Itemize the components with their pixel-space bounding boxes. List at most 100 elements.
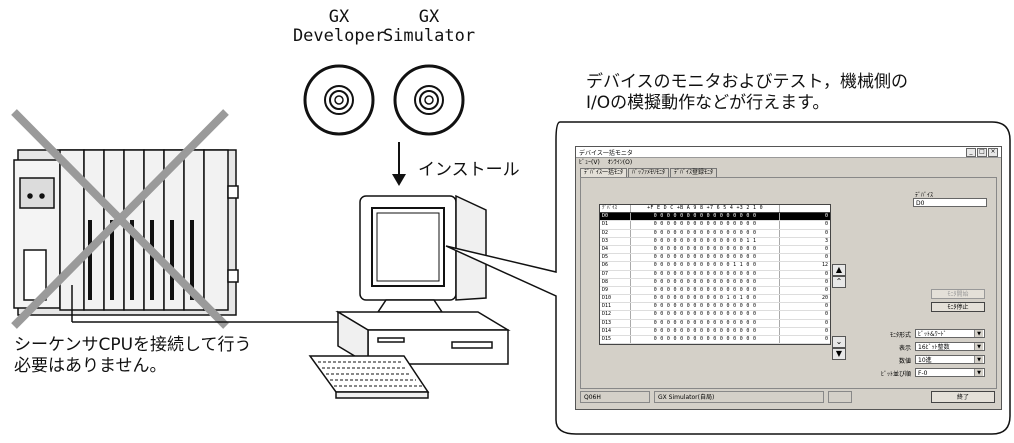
minimize-button[interactable]: _ xyxy=(966,147,976,157)
cell-value: 0 xyxy=(824,254,828,261)
cell-device: D10 xyxy=(600,295,631,303)
chevron-down-icon: ▼ xyxy=(974,343,983,350)
cd-simulator-line1: GX xyxy=(418,7,440,27)
cell-bits: 0 0 0 0 0 0 0 0 0 0 0 0 1 1 0 0 xyxy=(631,262,780,270)
cell-value: 3 xyxy=(824,237,828,244)
cd-developer-line2: Developer xyxy=(292,26,386,46)
cell-device: D13 xyxy=(600,319,631,327)
device-table: ﾃﾞﾊﾞｲｽ +F E D C +B A 9 8 +7 6 5 4 +3 2 1… xyxy=(599,204,831,346)
cell-bits: 0 0 0 0 0 0 0 0 0 0 0 0 0 0 0 0 xyxy=(631,213,780,221)
cell-device: D1 xyxy=(600,221,631,229)
cell-bits: 0 0 0 0 0 0 0 0 0 0 0 0 0 0 0 0 xyxy=(631,245,780,254)
cd-simulator-icon xyxy=(393,64,465,136)
cell-device: D3 xyxy=(600,237,631,245)
display-value: 16ﾋﾞｯﾄ整数 xyxy=(918,344,950,351)
cell-bits: 0 0 0 0 0 0 0 0 0 0 0 0 0 0 0 0 xyxy=(631,319,780,327)
tab-device-batch-monitor[interactable]: ﾃﾞﾊﾞｲｽ一括ﾓﾆﾀ xyxy=(580,168,628,177)
bit-order-select[interactable]: F-0▼ xyxy=(915,368,985,377)
cell-value: 0 xyxy=(824,327,828,334)
status-connection: GX Simulator(自局) xyxy=(654,391,824,403)
cell-value: 0 xyxy=(824,245,828,252)
status-extra xyxy=(828,391,852,403)
chevron-down-icon: ▼ xyxy=(974,330,983,337)
page-down-icon[interactable]: ▼ xyxy=(832,348,846,360)
cell-bits: 0 0 0 0 0 0 0 0 0 0 0 0 0 0 1 1 xyxy=(631,237,780,245)
cell-device: D14 xyxy=(600,327,631,335)
display-select[interactable]: 16ﾋﾞｯﾄ整数 ▼ xyxy=(915,342,985,351)
close-button[interactable]: 終了 xyxy=(931,391,995,403)
cell-device: D9 xyxy=(600,286,631,295)
cell-bits: 0 0 0 0 0 0 0 0 0 0 0 0 0 0 0 0 xyxy=(631,286,780,295)
menu-bar: ﾋﾞｭｰ(V) ｵﾝﾗｲﾝ(O) xyxy=(576,158,1001,167)
number-select[interactable]: 10進 ▼ xyxy=(915,355,985,364)
display-label: 表示 xyxy=(898,345,911,352)
cell-bits: 0 0 0 0 0 0 0 0 0 0 0 1 0 1 0 0 xyxy=(631,295,780,303)
cell-bits: 0 0 0 0 0 0 0 0 0 0 0 0 0 0 0 0 xyxy=(631,336,780,344)
cell-value: 0 xyxy=(824,336,828,342)
monitor-format-select[interactable]: ﾋﾞｯﾄ&ﾜｰﾄﾞ ▼ xyxy=(915,329,985,338)
close-window-button[interactable]: × xyxy=(988,147,998,157)
chevron-down-icon: ▼ xyxy=(974,356,983,363)
status-cpu: Q06H xyxy=(580,391,650,403)
monitor-stop-button[interactable]: ﾓﾆﾀ停止 xyxy=(931,302,985,312)
cell-bits: 0 0 0 0 0 0 0 0 0 0 0 0 0 0 0 0 xyxy=(631,327,780,335)
header-device: ﾃﾞﾊﾞｲｽ xyxy=(600,205,631,213)
cell-value: 0 xyxy=(824,319,828,326)
menu-view[interactable]: ﾋﾞｭｰ(V) xyxy=(579,159,600,166)
tab-buffer-memory-monitor[interactable]: ﾊﾞｯﾌｧﾒﾓﾘﾓﾆﾀ xyxy=(628,168,670,177)
tab-device-entry-monitor[interactable]: ﾃﾞﾊﾞｲｽ登録ﾓﾆﾀ xyxy=(670,168,718,177)
no-cpu-caption-line2: 必要はありません。 xyxy=(14,356,167,376)
device-label: ﾃﾞﾊﾞｲｽ xyxy=(915,192,934,199)
cd-simulator-label: GX Simulator xyxy=(379,8,479,46)
cell-value: 0 xyxy=(824,213,828,220)
header-value xyxy=(780,205,830,212)
feature-caption-line2: I/Oの模擬動作などが行えます。 xyxy=(586,93,830,113)
number-label: 数値 xyxy=(898,358,911,365)
cell-value: 0 xyxy=(824,303,828,310)
feature-caption-line1: デバイスのモニタおよびテスト，機械側の xyxy=(586,72,908,92)
page-up-icon[interactable]: ▲ xyxy=(832,264,846,276)
number-value: 10進 xyxy=(918,357,932,364)
personal-computer-icon xyxy=(308,194,511,399)
feature-caption: デバイスのモニタおよびテスト，機械側の I/Oの模擬動作などが行えます。 xyxy=(586,72,908,114)
device-monitor-window: デバイス一括モニタ _ □ × ﾋﾞｭｰ(V) ｵﾝﾗｲﾝ(O) ﾃﾞﾊﾞｲｽ一… xyxy=(575,146,1002,410)
menu-online[interactable]: ｵﾝﾗｲﾝ(O) xyxy=(607,159,633,166)
cell-bits: 0 0 0 0 0 0 0 0 0 0 0 0 0 0 0 0 xyxy=(631,254,780,262)
no-cpu-caption-line1: シーケンサCPUを接続して行う xyxy=(14,335,252,355)
cell-value: 12 xyxy=(821,262,828,269)
monitor-start-button[interactable]: ﾓﾆﾀ開始 xyxy=(931,289,985,299)
cd-developer-icon xyxy=(303,64,375,136)
bit-order-value: F-0 xyxy=(918,370,928,377)
cell-bits: 0 0 0 0 0 0 0 0 0 0 0 0 0 0 0 0 xyxy=(631,221,780,229)
cell-device: D4 xyxy=(600,245,631,254)
cell-device: D7 xyxy=(600,270,631,278)
cd-simulator-line2: Simulator xyxy=(382,26,476,46)
cell-device: D11 xyxy=(600,303,631,311)
scroll-down-icon[interactable]: ⌄ xyxy=(832,336,846,348)
monitor-format-value: ﾋﾞｯﾄ&ﾜｰﾄﾞ xyxy=(918,331,947,338)
cell-device: D12 xyxy=(600,311,631,319)
table-header-row: ﾃﾞﾊﾞｲｽ +F E D C +B A 9 8 +7 6 5 4 +3 2 1… xyxy=(600,205,830,214)
device-input[interactable]: D0 xyxy=(913,198,987,207)
bit-order-label: ﾋﾞｯﾄ並び順 xyxy=(880,371,911,378)
scroll-up-icon[interactable]: ⌃ xyxy=(832,276,846,288)
cell-device: D0 xyxy=(600,213,631,221)
maximize-button[interactable]: □ xyxy=(977,147,987,157)
cell-value: 0 xyxy=(824,311,828,318)
